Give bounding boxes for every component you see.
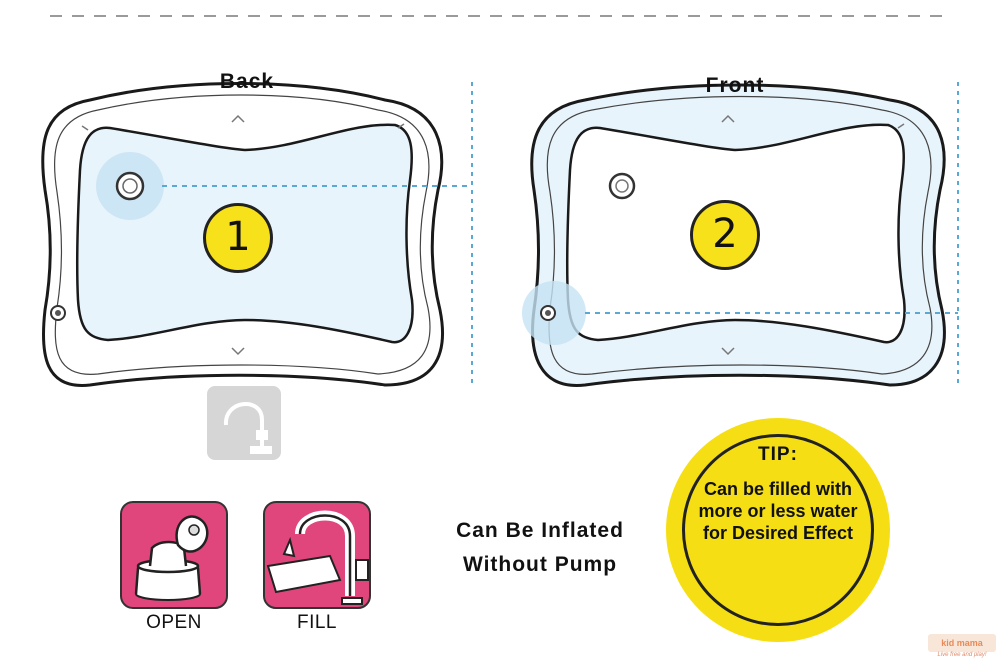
faded-faucet-icon xyxy=(207,386,281,460)
step-1-badge: 1 xyxy=(203,203,273,273)
brand-logo: kid mama xyxy=(928,634,996,652)
inflate-note: Can Be Inflated Without Pump xyxy=(430,514,650,582)
fill-caption: FILL xyxy=(296,612,338,633)
brand-tagline: Live free and play! xyxy=(937,652,987,658)
step-2-badge: 2 xyxy=(690,200,760,270)
front-label: Front xyxy=(705,74,765,97)
faucet-fill-icon xyxy=(263,501,371,609)
inflate-line-1: Can Be Inflated xyxy=(456,519,624,542)
open-caption: OPEN xyxy=(146,612,202,633)
tip-badge-ring xyxy=(682,434,874,626)
back-label: Back xyxy=(219,70,275,93)
cap-open-icon xyxy=(120,501,228,609)
tip-title: TIP: xyxy=(758,444,798,465)
inflate-line-2: Without Pump xyxy=(462,553,618,576)
tip-body: Can be filled with more or less water fo… xyxy=(698,479,858,543)
